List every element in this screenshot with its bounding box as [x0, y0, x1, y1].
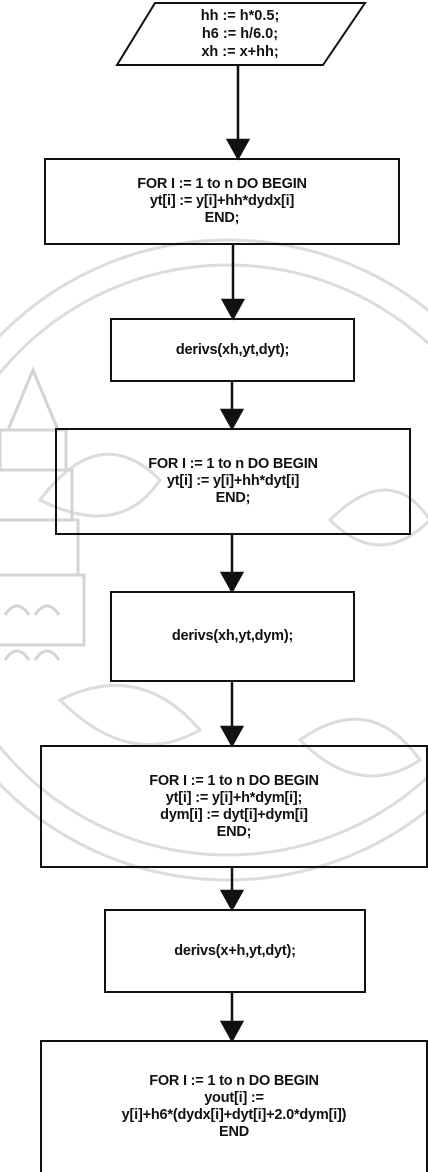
arrowhead-2 — [220, 298, 246, 321]
input-line-hh: hh := h*0.5; — [200, 8, 280, 24]
loop-2-body: yt[i] := y[i]+hh*dyt[i] — [166, 473, 300, 489]
loop-1-end: END; — [204, 210, 240, 226]
arrowhead-1 — [225, 138, 251, 161]
loop-3-end: END; — [216, 823, 252, 840]
loop-1-header: FOR I := 1 to n DO BEGIN — [137, 176, 307, 192]
process-box-loop-1: FOR I := 1 to n DO BEGIN yt[i] := y[i]+h… — [44, 158, 400, 245]
input-block: hh := h*0.5; h6 := h/6.0; xh := x+hh; — [150, 7, 330, 61]
loop-3-header: FOR I := 1 to n DO BEGIN — [149, 772, 319, 789]
arrowhead-7 — [219, 1020, 245, 1043]
process-box-loop-2: FOR I := 1 to n DO BEGIN yt[i] := y[i]+h… — [55, 428, 411, 535]
derivs-3-call: derivs(x+h,yt,dyt); — [174, 942, 296, 959]
arrowhead-3 — [219, 408, 245, 431]
loop-4-body-formula: y[i]+h6*(dydx[i]+dyt[i]+2.0*dym[i]) — [121, 1107, 347, 1123]
process-box-derivs-2: derivs(xh,yt,dym); — [110, 591, 355, 682]
process-box-loop-4: FOR I := 1 to n DO BEGIN yout[i] := y[i]… — [40, 1040, 428, 1172]
loop-4-end: END — [218, 1124, 249, 1140]
input-line-xh: xh := x+hh; — [201, 44, 279, 60]
input-line-h6: h6 := h/6.0; — [201, 26, 279, 42]
derivs-2-call: derivs(xh,yt,dym); — [171, 628, 294, 644]
loop-2-header: FOR I := 1 to n DO BEGIN — [148, 456, 318, 472]
process-box-derivs-3: derivs(x+h,yt,dyt); — [104, 909, 366, 993]
loop-3-body-yt: yt[i] := y[i]+h*dym[i]; — [165, 789, 303, 806]
arrowhead-6 — [219, 889, 245, 912]
arrowhead-4 — [219, 571, 245, 594]
derivs-1-call: derivs(xh,yt,dyt); — [175, 341, 290, 358]
process-box-loop-3: FOR I := 1 to n DO BEGIN yt[i] := y[i]+h… — [40, 745, 428, 868]
input-parallelogram-shape — [115, 1, 367, 66]
loop-1-body: yt[i] := y[i]+hh*dydx[i] — [149, 193, 295, 209]
loop-2-end: END; — [215, 490, 251, 506]
loop-4-header: FOR I := 1 to n DO BEGIN — [149, 1073, 319, 1089]
process-box-derivs-1: derivs(xh,yt,dyt); — [110, 318, 355, 382]
loop-3-body-dym: dym[i] := dyt[i]+dym[i] — [160, 806, 308, 823]
loop-4-body-label: yout[i] := — [204, 1090, 264, 1106]
arrowhead-5 — [219, 725, 245, 748]
